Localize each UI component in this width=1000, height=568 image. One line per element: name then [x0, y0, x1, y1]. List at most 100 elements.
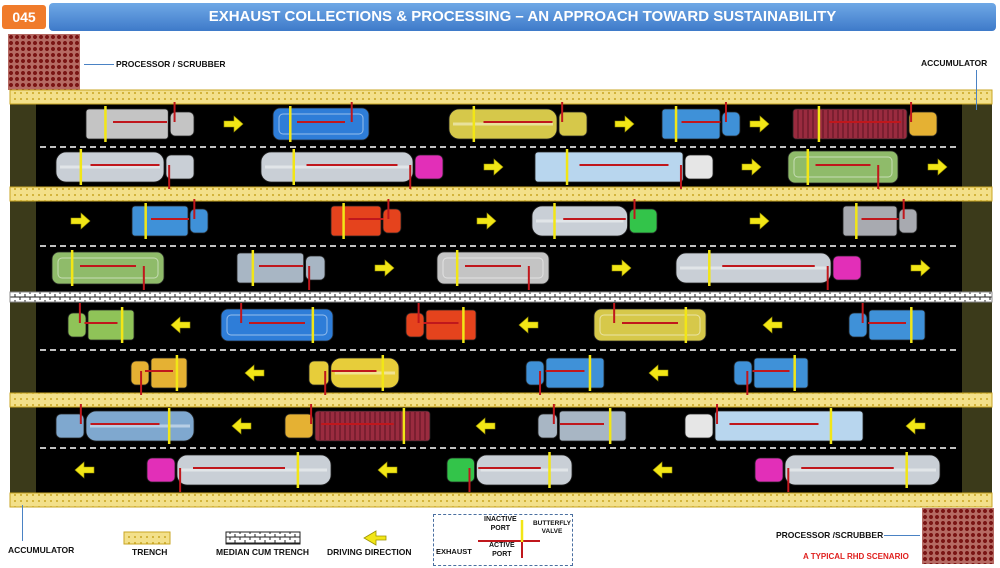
lane5-direction-arrow-icon-1	[170, 316, 191, 334]
lane4-vehicle1-body	[51, 251, 165, 285]
legend-exhaust-label: EXHAUST	[436, 547, 472, 556]
lane7-vehicle4-trailer	[714, 410, 864, 442]
lane4-vehicle4-cab	[832, 255, 862, 281]
lane4-direction-arrow-icon-2	[611, 259, 632, 277]
lane8-vehicle1-trailer	[176, 454, 332, 486]
lane2-vehicle2-cab	[414, 154, 444, 180]
lane8-direction-arrow-icon-1	[74, 461, 95, 479]
lane2-vehicle3-trailer	[534, 151, 684, 183]
lane8-vehicle2-cab	[446, 457, 475, 483]
lane1-vehicle5-cab	[908, 111, 938, 137]
lane3-vehicle3-trailer	[531, 205, 628, 237]
lane3-vehicle4-cab	[898, 208, 918, 234]
trench-2	[9, 186, 993, 202]
lane6-vehicle2-cab	[308, 360, 330, 386]
lane8-direction-arrow-icon-3	[652, 461, 673, 479]
lane7-vehicle1-cab	[55, 413, 85, 439]
page-title: EXHAUST COLLECTIONS & PROCESSING – AN AP…	[49, 3, 996, 31]
lane1-vehicle1-cab	[169, 111, 195, 137]
lane1-vehicle3-trailer	[448, 108, 558, 140]
lane5-vehicle1-cab	[67, 312, 87, 338]
trench-3	[9, 392, 993, 408]
lane5-vehicle5-trailer	[868, 309, 926, 341]
lane3-vehicle2-trailer	[330, 205, 382, 237]
lane5-vehicle2-body	[220, 308, 334, 342]
lane2-direction-arrow-icon-1	[483, 158, 504, 176]
lane6-direction-arrow-icon-2	[648, 364, 669, 382]
processor-bottom-pointer	[884, 535, 920, 536]
processor-bottom-label: PROCESSOR /SCRUBBER	[776, 530, 884, 540]
lane7-direction-arrow-icon-1	[231, 417, 252, 435]
lane6-vehicle1-trailer	[150, 357, 188, 389]
median-trench	[9, 291, 993, 303]
legend-trench-label: TRENCH	[132, 547, 168, 557]
lane4-direction-arrow-icon-1	[374, 259, 395, 277]
lane2-vehicle1-cab	[165, 154, 195, 180]
scenario-note: A TYPICAL RHD SCENARIO	[803, 552, 909, 561]
lane3-direction-arrow-icon-3	[749, 212, 770, 230]
lane2-direction-arrow-icon-2	[741, 158, 762, 176]
lane3-vehicle1-trailer	[131, 205, 189, 237]
lane5-direction-arrow-icon-2	[518, 316, 539, 334]
lane5-direction-arrow-icon-3	[762, 316, 783, 334]
lane1-vehicle2-roof	[278, 113, 364, 135]
lane4-vehicle1-roof	[57, 257, 159, 279]
lane8-direction-arrow-icon-2	[377, 461, 398, 479]
lane2-vehicle3-cab	[684, 154, 714, 180]
lane6-vehicle4-cab	[733, 360, 753, 386]
lane1-direction-arrow-icon-2	[614, 115, 635, 133]
accumulator-bottom-label: ACCUMULATOR	[8, 545, 75, 555]
processor-scrubber-top	[8, 34, 80, 90]
lane3-vehicle3-cab	[629, 208, 658, 234]
lane7-vehicle3-cab	[537, 413, 558, 439]
lane4-vehicle3-roof	[442, 257, 544, 279]
lane5-vehicle4-body	[593, 308, 707, 342]
lane7-vehicle2-trailer	[314, 410, 431, 442]
lane7-direction-arrow-icon-2	[475, 417, 496, 435]
lane6-direction-arrow-icon-1	[244, 364, 265, 382]
legend-valve-label: BUTTERFLY VALVE	[532, 520, 572, 535]
lane8-vehicle2-trailer	[476, 454, 573, 486]
processor-top-pointer	[84, 64, 114, 65]
slide-number-badge: 045	[2, 5, 46, 29]
lane4-vehicle2-cab	[305, 255, 326, 281]
trench-1	[9, 89, 993, 105]
processor-scrubber-bottom	[922, 508, 994, 564]
lane1-vehicle4-trailer	[661, 108, 721, 140]
legend-exhaust-box	[433, 514, 573, 566]
lane5-vehicle5-cab	[848, 312, 868, 338]
lane5-vehicle3-trailer	[425, 309, 477, 341]
lane1-vehicle3-cab	[558, 111, 588, 137]
lane4-vehicle3-body	[436, 251, 550, 285]
trench-4	[9, 492, 993, 508]
legend-inactive-port-label: INACTIVE PORT	[484, 516, 517, 532]
lane7-vehicle3-trailer	[558, 410, 627, 442]
lane8-vehicle3-trailer	[784, 454, 941, 486]
lane1-vehicle5-trailer	[792, 108, 908, 140]
lane7-direction-arrow-icon-3	[905, 417, 926, 435]
lane3-vehicle4-trailer	[842, 205, 898, 237]
legend-direction-label: DRIVING DIRECTION	[327, 547, 412, 557]
lane4-vehicle2-trailer	[236, 252, 305, 284]
lane6-vehicle3-trailer	[545, 357, 605, 389]
accumulator-top-pointer	[976, 70, 977, 110]
lane7-vehicle1-trailer	[85, 410, 195, 442]
lane2-vehicle4-roof	[793, 156, 893, 178]
lane1-direction-arrow-icon-1	[223, 115, 244, 133]
legend-active-port-label: ACTIVE PORT	[489, 542, 515, 558]
lane5-vehicle1-trailer	[87, 309, 135, 341]
lane3-direction-arrow-icon-1	[70, 212, 91, 230]
lane6-vehicle3-cab	[525, 360, 545, 386]
lane3-vehicle1-cab	[189, 208, 209, 234]
lane6-vehicle1-cab	[130, 360, 150, 386]
lane8-vehicle1-cab	[146, 457, 176, 483]
lane4-vehicle4-trailer	[675, 252, 832, 284]
lane7-vehicle2-cab	[284, 413, 314, 439]
lane2-vehicle2-trailer	[260, 151, 414, 183]
lane2-vehicle4-body	[787, 150, 899, 184]
lane3-vehicle2-cab	[382, 208, 402, 234]
lane2-direction-arrow-icon-3	[927, 158, 948, 176]
lane7-vehicle4-cab	[684, 413, 714, 439]
accumulator-bottom-pointer	[22, 505, 23, 541]
